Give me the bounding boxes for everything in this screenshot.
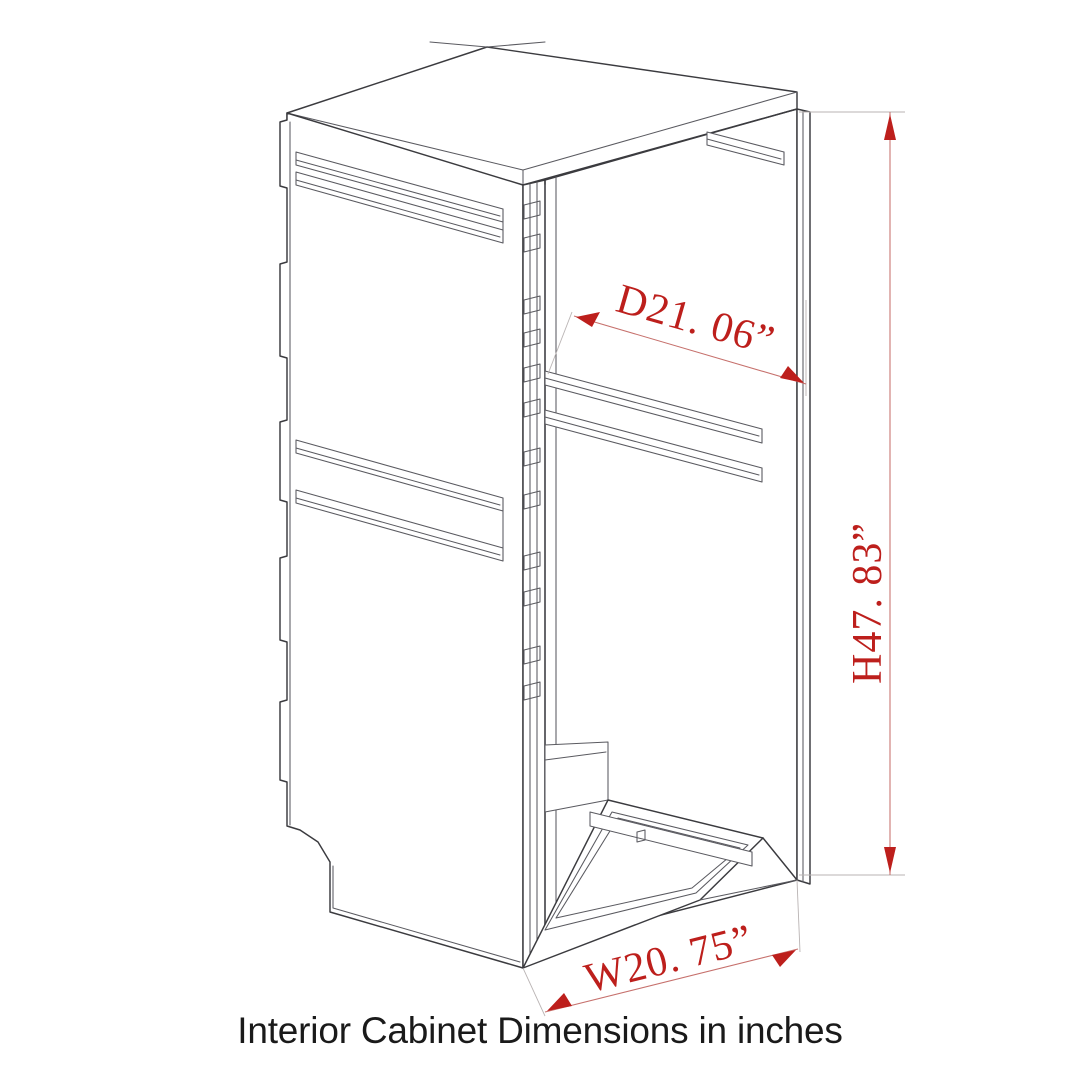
figure-caption: Interior Cabinet Dimensions in inches [237,1010,843,1051]
cabinet-base-floor [522,741,798,969]
dimension-height: H47. 83” [799,111,905,876]
cabinet-right-edge-stile [796,108,811,885]
left-panel-shelf-rail-lower [295,439,504,562]
front-left-vertical-post [522,179,546,969]
cabinet-left-side-panel [279,112,524,969]
left-panel-shelf-rail-upper [295,151,504,244]
dimension-height-label: H47. 83” [845,522,891,684]
interior-rail-top [706,131,785,166]
dimension-depth: D21. 06” [547,276,807,396]
shelf-pin-notch-brackets [523,200,541,701]
